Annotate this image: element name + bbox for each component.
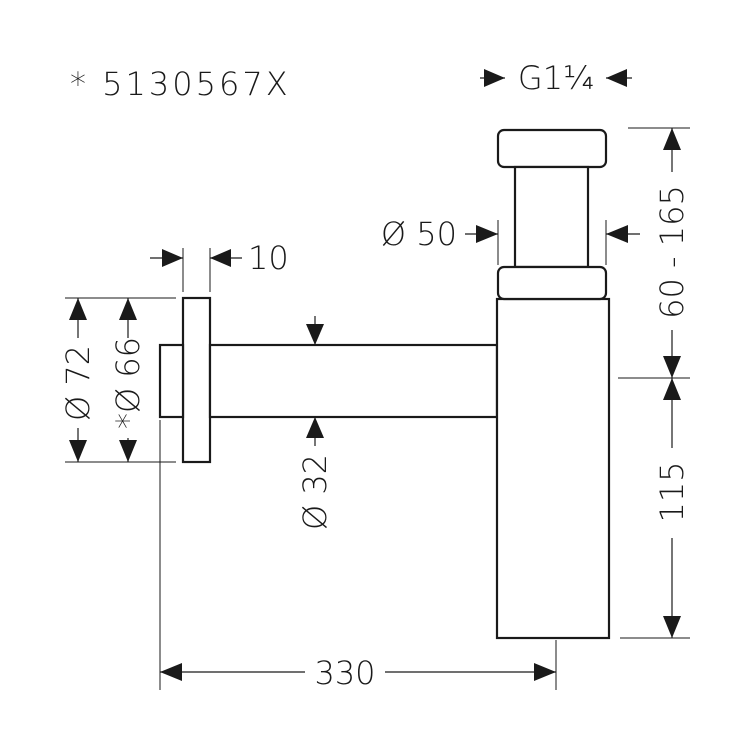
dimension-rosette-outer: Ø 72 [59, 298, 97, 462]
length-label: 330 [314, 654, 375, 692]
dimension-height-top: 60 - 165 [653, 128, 691, 378]
pipe-diameter-label: Ø 32 [296, 454, 334, 530]
dimension-height-bottom: 115 [653, 378, 691, 638]
wall-thickness-label: 10 [248, 239, 289, 277]
rosette-outer-label: Ø 72 [59, 345, 97, 421]
body-cap [496, 265, 608, 301]
siphon-parts [158, 128, 611, 640]
horizontal-pipe [208, 343, 499, 419]
thread-label: G1¼ [518, 59, 594, 97]
dimension-thread: G1¼ [480, 59, 632, 97]
dimension-body-diameter: Ø 50 [381, 215, 640, 253]
dimension-wall-thickness: 10 [150, 239, 289, 277]
trap-body [495, 297, 611, 640]
top-nut [496, 128, 608, 169]
extension-lines [65, 127, 690, 690]
rosette-inner-label: *Ø 66 [109, 337, 147, 429]
height-bottom-label: 115 [653, 461, 691, 522]
vertical-tube [513, 165, 590, 269]
article-number: * 5130567X [70, 65, 291, 103]
dimension-length: 330 [160, 654, 556, 692]
body-diameter-label: Ø 50 [381, 215, 457, 253]
wall-rosette [181, 296, 212, 464]
dimension-pipe-diameter: Ø 32 [296, 316, 334, 530]
wall-connector [158, 343, 185, 419]
height-top-label: 60 - 165 [653, 185, 691, 319]
dimension-rosette-inner: *Ø 66 [109, 298, 147, 462]
